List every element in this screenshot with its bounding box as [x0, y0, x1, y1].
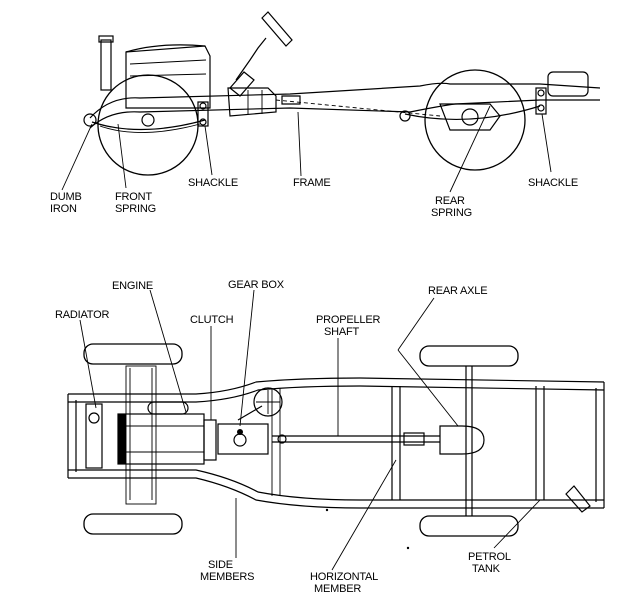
front-springs-top: [125, 365, 157, 505]
front-tyre-bottom: [83, 513, 183, 535]
rear-wheel: [424, 69, 526, 171]
rear-tyre-bottom: [419, 515, 519, 537]
horizontal-member-1: [391, 386, 401, 500]
side-view: [61, 11, 601, 193]
label-clutch: CLUTCH: [190, 314, 234, 326]
rear-shackle: [535, 87, 547, 115]
label-engine: ENGINE: [112, 280, 153, 292]
label-shackle-front: SHACKLE: [188, 177, 238, 189]
engine-top: [117, 413, 205, 465]
label-rear-axle: REAR AXLE: [428, 285, 487, 297]
rear-differential-top: [439, 425, 485, 455]
propeller-shaft-top: [272, 435, 440, 443]
label-propeller-shaft-1: PROPELLER: [316, 314, 380, 326]
frame-upper-rail: [68, 377, 605, 395]
frame-front-cross: [67, 394, 77, 478]
label-front-spring-2: SPRING: [115, 203, 156, 215]
label-rear-spring-2: SPRING: [431, 207, 472, 219]
label-petrol-tank-1: PETROL: [468, 551, 511, 563]
leader-gearbox: [239, 289, 255, 427]
rear-spring: [404, 105, 541, 121]
leader-horizontal-member: [331, 459, 397, 571]
label-propeller-shaft-2: SHAFT: [324, 326, 360, 338]
steering-column: [235, 37, 267, 81]
front-shackle: [197, 101, 209, 127]
leader-petrol-tank: [493, 499, 541, 549]
front-spring: [91, 119, 206, 131]
steering-wheel-side: [261, 11, 293, 47]
steering-wheel-top: [253, 387, 283, 417]
leader-rear-axle: [397, 349, 459, 427]
radiator-post: [100, 39, 112, 91]
rear-differential: [439, 103, 501, 131]
label-front-spring-1: FRONT: [115, 191, 152, 203]
front-tyre-top: [83, 343, 183, 365]
gearbox-side: [227, 87, 277, 117]
frame-top: [89, 82, 601, 119]
horizontal-member-2: [535, 386, 545, 500]
leader-dumb-iron: [61, 123, 93, 191]
label-petrol-tank-2: TANK: [472, 563, 501, 575]
frame-lower-rail: [68, 469, 604, 501]
label-horizontal-member-1: HORIZONTAL: [310, 571, 378, 583]
petrol-tank-filler: [565, 485, 591, 513]
label-side-members-2: MEMBERS: [200, 571, 254, 583]
clutch-top: [203, 419, 217, 461]
label-dumb-iron-2: IRON: [50, 203, 77, 215]
top-view: [67, 289, 605, 571]
radiator-top: [85, 403, 103, 469]
label-horizontal-member-2: MEMBER: [314, 583, 361, 595]
label-radiator: RADIATOR: [55, 309, 109, 321]
rear-tyre-top: [419, 345, 519, 367]
label-shackle-rear: SHACKLE: [528, 177, 578, 189]
label-frame: FRAME: [293, 177, 331, 189]
rear-tank-side: [547, 71, 589, 97]
rear-axle-beam: [465, 366, 473, 516]
label-gear-box: GEAR BOX: [228, 279, 285, 291]
leader-radiator: [79, 319, 97, 409]
dumb-iron: [83, 113, 97, 127]
gearbox-top: [217, 423, 269, 455]
label-dumb-iron-1: DUMB: [50, 191, 82, 203]
label-side-members-1: SIDE: [208, 559, 233, 571]
frame-rear-cross: [595, 382, 605, 508]
label-rear-spring-1: REAR: [435, 195, 465, 207]
leader-engine: [149, 289, 187, 413]
